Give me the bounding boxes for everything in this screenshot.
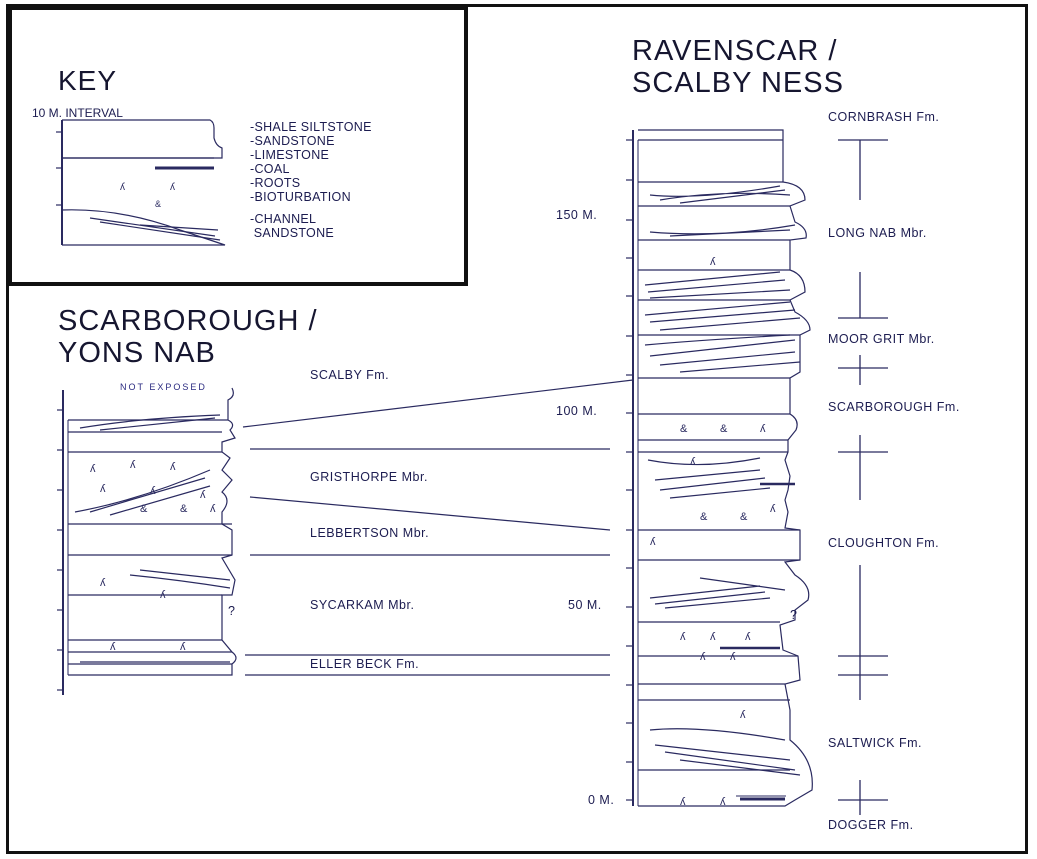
unit-gristhorpe: GRISTHORPE Mbr. — [310, 470, 428, 484]
key-title: KEY — [58, 65, 118, 96]
svg-text:ʎ: ʎ — [650, 536, 656, 548]
ravenscar-title-line1: RAVENSCAR / — [632, 35, 838, 67]
scarborough-question-mark: ? — [228, 604, 236, 618]
unit-cornbrash: CORNBRASH Fm. — [828, 110, 940, 124]
unit-saltwick: SALTWICK Fm. — [828, 736, 922, 750]
svg-text:ʎ: ʎ — [180, 641, 186, 653]
unit-sycarkam: SYCARKAM Mbr. — [310, 598, 415, 612]
svg-text:ʎ: ʎ — [760, 423, 766, 435]
key-item-bioturbation: -BIOTURBATION — [250, 190, 351, 204]
svg-text:ʎ: ʎ — [170, 461, 176, 473]
svg-text:ʎ: ʎ — [720, 796, 726, 808]
svg-text:ʎ: ʎ — [745, 631, 751, 643]
svg-text:ʎ: ʎ — [690, 456, 696, 468]
svg-text:ʎ: ʎ — [150, 485, 156, 497]
unit-eller-beck: ELLER BECK Fm. — [310, 657, 420, 671]
correlation-lines — [242, 379, 634, 676]
svg-text:ʎ: ʎ — [120, 182, 125, 193]
scale-0m: 0 M. — [588, 793, 615, 807]
svg-text:ʎ: ʎ — [710, 256, 716, 268]
key-item-roots: -ROOTS — [250, 176, 301, 190]
unit-scarborough-fm: SCARBOROUGH Fm. — [828, 400, 960, 414]
not-exposed-label: NOT EXPOSED — [120, 382, 207, 392]
svg-text:ʎ: ʎ — [680, 796, 686, 808]
scale-50m: 50 M. — [568, 598, 602, 612]
svg-text:ʎ: ʎ — [90, 463, 96, 475]
svg-text:&: & — [140, 503, 148, 515]
svg-text:ʎ: ʎ — [110, 641, 116, 653]
key-item-sandstone: -SANDSTONE — [250, 134, 335, 148]
svg-text:&: & — [180, 503, 188, 515]
key-item-limestone: -LIMESTONE — [250, 148, 330, 162]
svg-text:ʎ: ʎ — [100, 577, 106, 589]
svg-text:&: & — [700, 511, 708, 523]
unit-dogger: DOGGER Fm. — [828, 818, 914, 832]
scarborough-title-line1: SCARBOROUGH / — [58, 305, 318, 337]
scarborough-title-line2: YONS NAB — [58, 337, 216, 369]
ravenscar-question-mark: ? — [790, 608, 798, 622]
key-item-channel: -CHANNEL — [250, 212, 317, 226]
svg-text:ʎ: ʎ — [100, 483, 106, 495]
diagram-frame — [6, 4, 1028, 854]
svg-text:&: & — [680, 423, 688, 435]
scale-150m: 150 M. — [556, 208, 598, 222]
unit-moor-grit: MOOR GRIT Mbr. — [828, 332, 935, 346]
svg-text:ʎ: ʎ — [170, 182, 175, 193]
unit-long-nab: LONG NAB Mbr. — [828, 226, 927, 240]
key-mini-column: ʎ ʎ & — [56, 119, 226, 246]
svg-text:ʎ: ʎ — [680, 631, 686, 643]
svg-text:ʎ: ʎ — [730, 651, 736, 663]
key-box — [8, 6, 468, 286]
svg-text:ʎ: ʎ — [700, 651, 706, 663]
svg-text:ʎ: ʎ — [210, 503, 216, 515]
svg-text:&: & — [720, 423, 728, 435]
unit-scalby: SCALBY Fm. — [310, 368, 390, 382]
key-item-shale-siltstone: -SHALE SILTSTONE — [250, 120, 372, 134]
svg-text:ʎ: ʎ — [200, 489, 206, 501]
ravenscar-title-line2: SCALBY NESS — [632, 67, 844, 99]
scale-100m: 100 M. — [556, 404, 598, 418]
svg-text:&: & — [740, 511, 748, 523]
key-item-coal: -COAL — [250, 162, 290, 176]
key-item-channel-sandstone: SANDSTONE — [250, 226, 335, 240]
svg-text:ʎ: ʎ — [130, 459, 136, 471]
svg-text:ʎ: ʎ — [710, 631, 716, 643]
svg-text:ʎ: ʎ — [160, 589, 166, 601]
svg-text:ʎ: ʎ — [770, 503, 776, 515]
ravenscar-ticks — [626, 139, 633, 801]
ravenscar-range-bars — [838, 139, 888, 815]
svg-text:ʎ: ʎ — [740, 709, 746, 721]
svg-text:&: & — [155, 199, 161, 209]
unit-cloughton: CLOUGHTON Fm. — [828, 536, 940, 550]
key-interval-label: 10 M. INTERVAL — [32, 106, 123, 120]
unit-lebbertson: LEBBERTSON Mbr. — [310, 526, 430, 540]
